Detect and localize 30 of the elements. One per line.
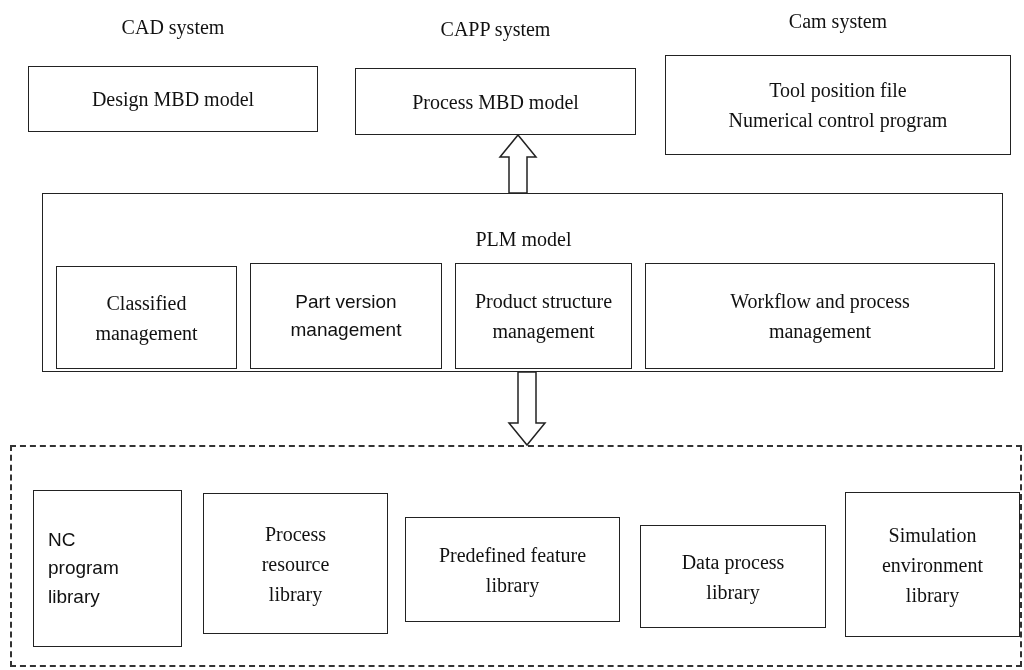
- box-text: Predefined feature library: [437, 542, 588, 599]
- box-text: Numerical control program: [728, 108, 948, 134]
- box-text: Process resource library: [260, 521, 331, 608]
- box-text: Workflow and process management: [729, 289, 911, 345]
- box-text: Simulation environment library: [880, 522, 985, 609]
- system-heading: CAD system: [121, 16, 225, 39]
- module-box: [645, 263, 995, 369]
- library-box: [203, 493, 388, 634]
- box-text: Product structure management: [473, 289, 614, 345]
- module-box: [455, 263, 632, 369]
- plm-panel: [42, 193, 1003, 372]
- box-text: Tool position file: [769, 78, 907, 104]
- hollow-arrow: [498, 133, 538, 194]
- dashed-frame: [10, 445, 1022, 667]
- system-heading: CAPP system: [440, 18, 551, 41]
- box-text: Part version management: [289, 289, 403, 342]
- panel-title: PLM model: [475, 228, 572, 251]
- box-text: Data process library: [680, 549, 786, 606]
- library-box: [405, 517, 620, 622]
- system-heading: Cam system: [788, 10, 888, 33]
- box-text: Process MBD model: [412, 89, 579, 115]
- box-text: Classified management: [94, 290, 199, 347]
- hollow-arrow: [507, 371, 547, 447]
- module-box: [250, 263, 442, 369]
- box-text: NC program library: [48, 527, 120, 609]
- library-box: [640, 525, 826, 628]
- box-text: Design MBD model: [91, 87, 255, 113]
- library-box: [845, 492, 1020, 637]
- library-box: [33, 490, 182, 647]
- module-box: [56, 266, 237, 369]
